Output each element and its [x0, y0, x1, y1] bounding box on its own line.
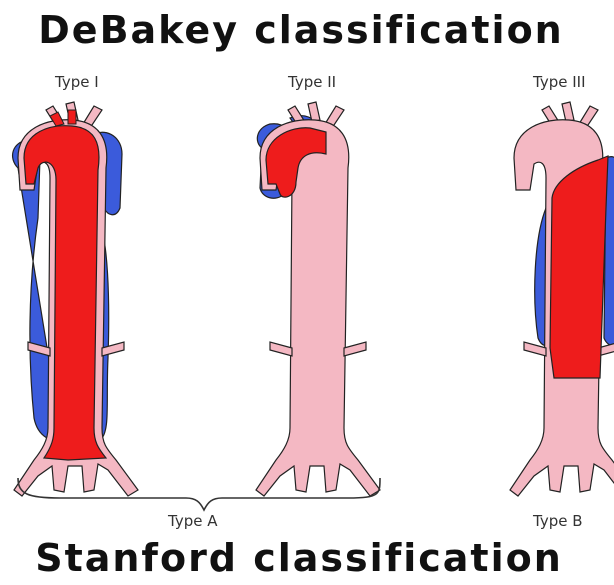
aorta-type-3 [510, 102, 614, 496]
label-type-a: Type A [168, 512, 217, 530]
stanford-title: Stanford classification [0, 536, 606, 580]
aorta-type-1 [13, 102, 138, 496]
aorta-type-2 [256, 102, 380, 496]
label-type-b: Type B [533, 512, 583, 530]
